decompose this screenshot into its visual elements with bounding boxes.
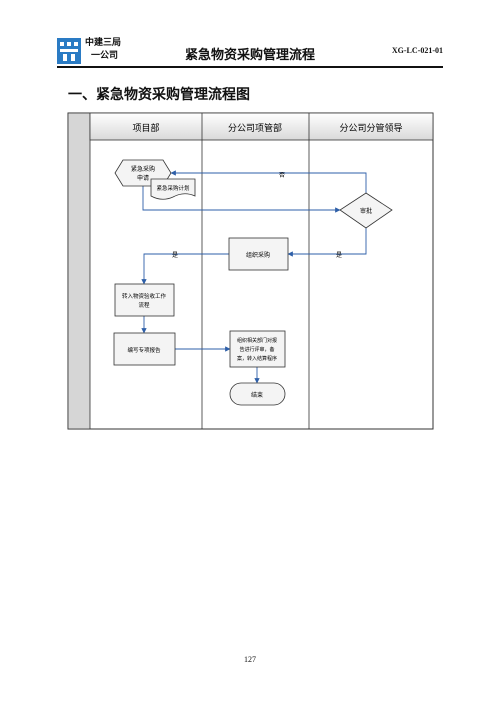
node-organize-label: 组织采购 bbox=[246, 251, 270, 259]
edge-approve-no bbox=[170, 170, 367, 193]
node-transfer-label-1: 转入物资验收工作 bbox=[122, 292, 167, 300]
document-code: XG-LC-021-01 bbox=[391, 46, 443, 55]
page-number: 127 bbox=[244, 655, 256, 664]
node-plan-document bbox=[150, 178, 196, 200]
edge-label-yes-transfer: 是 bbox=[172, 252, 178, 259]
company-logo-mark bbox=[60, 42, 78, 61]
lane-margin bbox=[67, 112, 91, 430]
document-header: 中建三局 一公司 紧急物资采购管理流程 XG-LC-021-01 bbox=[57, 36, 443, 66]
node-end-label: 结束 bbox=[251, 391, 263, 399]
header-divider bbox=[57, 66, 443, 68]
company-name-line1: 中建三局 bbox=[85, 38, 122, 48]
node-report bbox=[113, 332, 176, 366]
section-title: 一、紧急物资采购管理流程图 bbox=[68, 87, 250, 103]
node-approve bbox=[339, 192, 393, 229]
company-name-line2: 一公司 bbox=[91, 51, 119, 61]
edge-label-yes-organize: 是 bbox=[336, 252, 342, 259]
node-approve-label: 审批 bbox=[360, 207, 372, 215]
edge-approve-yes bbox=[287, 228, 367, 257]
document-title: 紧急物资采购管理流程 bbox=[185, 48, 316, 63]
node-organize bbox=[228, 237, 289, 271]
lane-header-management: 分公司项管部 bbox=[228, 122, 282, 134]
lane-header-row bbox=[89, 112, 434, 141]
lane-header-project: 项目部 bbox=[132, 122, 159, 134]
node-review bbox=[229, 330, 286, 368]
node-transfer-label-2: 流程 bbox=[138, 301, 150, 309]
node-plan-label: 紧急采购计划 bbox=[156, 184, 189, 192]
company-name: 中建三局 一公司 bbox=[85, 37, 121, 63]
edge-organize-to-transfer bbox=[141, 253, 229, 285]
node-review-label-1: 组织相关部门对报 bbox=[237, 337, 277, 344]
edge-request-to-approve bbox=[142, 186, 341, 213]
node-end bbox=[229, 382, 286, 406]
edge-label-no: 否 bbox=[279, 172, 285, 179]
node-report-label: 编写专项报告 bbox=[127, 346, 161, 354]
node-review-label-3: 案，转入结算程序 bbox=[237, 355, 277, 362]
node-request-label-1: 紧急采购 bbox=[131, 165, 155, 173]
node-review-label-2: 告进行评审，备 bbox=[239, 346, 274, 353]
node-request-label-2: 申请 bbox=[137, 174, 149, 182]
lane-header-leader: 分公司分管领导 bbox=[339, 122, 402, 134]
node-transfer bbox=[114, 283, 175, 317]
company-logo bbox=[57, 38, 81, 64]
